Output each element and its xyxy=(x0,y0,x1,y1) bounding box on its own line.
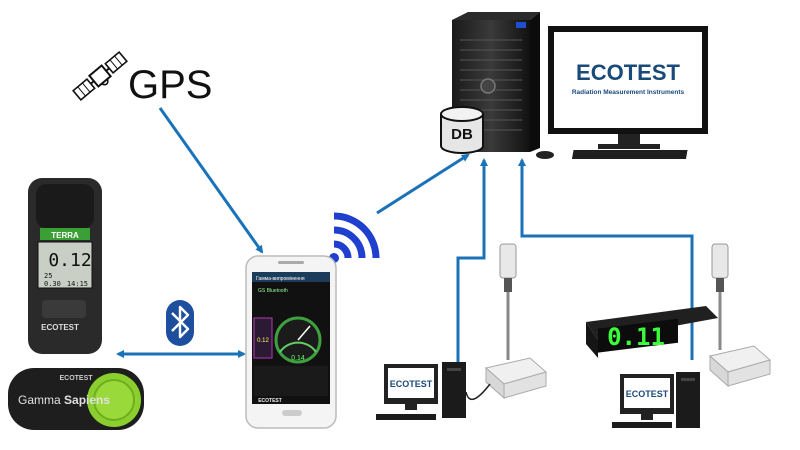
station-right-brand: ECOTEST xyxy=(626,389,669,399)
station-right: 0.11 ECOTEST xyxy=(586,243,772,428)
terra-reading: 0.12 xyxy=(48,250,91,271)
station-left-brand: ECOTEST xyxy=(390,379,433,389)
left-station-arrow xyxy=(456,158,488,378)
satellite-icon xyxy=(72,50,128,102)
phone-header: Гамма-випромінення xyxy=(256,276,305,282)
terra-small-a: 25 xyxy=(44,272,52,280)
smartphone: Гамма-випромінення GS Bluetooth 0.12 0.1… xyxy=(245,255,337,429)
monitor-tagline: Radiation Measurement Instruments xyxy=(572,89,685,96)
database-icon: DB xyxy=(440,106,484,154)
svg-text:Gamma Sapiens: Gamma Sapiens xyxy=(18,393,110,407)
terra-time: 14:15 xyxy=(67,280,88,288)
gps-label: GPS xyxy=(128,63,212,107)
station-left: ECOTEST xyxy=(376,243,548,420)
bluetooth-icon xyxy=(166,300,194,346)
monitor-brand: ECOTEST xyxy=(576,60,680,85)
gamma-name-a: Gamma xyxy=(18,393,64,407)
terra-dosimeter: TERRA 0.12 25 0.30 14:15 ECOTEST xyxy=(28,178,102,354)
right-station-arrow xyxy=(518,158,694,360)
db-label: DB xyxy=(451,126,473,143)
wifi-icon xyxy=(329,212,380,263)
main-monitor: ECOTEST Radiation Measurement Instrument… xyxy=(536,26,708,159)
terra-brand: ECOTEST xyxy=(41,323,79,332)
gps-to-phone-arrow xyxy=(158,107,264,254)
station-right-display: 0.11 xyxy=(607,323,665,351)
gamma-sapiens-device: ECOTEST Gamma Sapiens xyxy=(8,368,144,430)
gamma-brand: ECOTEST xyxy=(59,375,93,382)
gamma-name-b: Sapiens xyxy=(64,393,110,407)
phone-side-value: 0.12 xyxy=(257,338,269,344)
phone-gauge-value: 0.14 xyxy=(291,355,305,362)
phone-brand: ECOTEST xyxy=(258,398,282,404)
connection-arrows xyxy=(116,107,694,378)
wifi-to-server-arrow xyxy=(376,153,470,215)
terra-model: TERRA xyxy=(51,231,79,240)
phone-device: GS Bluetooth xyxy=(258,288,288,294)
terra-small-b: 0.30 xyxy=(44,280,61,288)
